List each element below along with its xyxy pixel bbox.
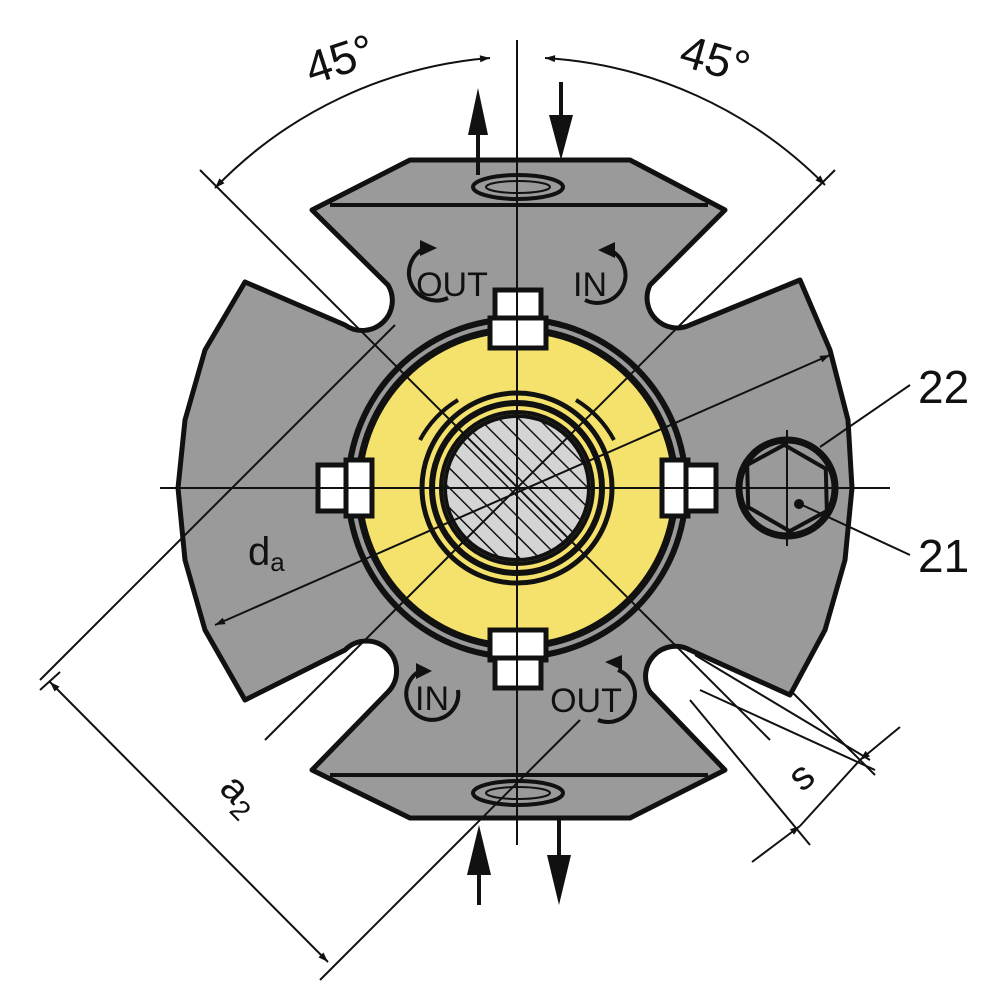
a2-label: a2 (208, 765, 269, 826)
port-label-top-left: OUT (416, 266, 488, 304)
rotation-arrowheads (416, 240, 622, 679)
port-label-top-right: IN (573, 266, 607, 304)
da-dimension-line (214, 354, 831, 626)
angle-dimension (214, 55, 826, 189)
da-label: da (248, 530, 285, 577)
callout-22: 22 (918, 361, 969, 413)
angle-label-left: 45° (299, 24, 381, 95)
port-label-bottom-left: IN (415, 680, 449, 718)
flow-arrows-top (468, 82, 573, 175)
angle-label-right: 45° (675, 24, 756, 93)
rotation-arrows (404, 246, 637, 724)
callout-leaders (799, 384, 911, 556)
s-label: s (779, 753, 823, 800)
callout-21: 21 (918, 530, 969, 582)
plug-center-point (794, 499, 804, 509)
port-label-bottom-right: OUT (550, 682, 622, 720)
s-dimension (689, 689, 901, 863)
flow-arrows-bottom (467, 820, 571, 905)
a2-dimension-line (49, 681, 329, 963)
